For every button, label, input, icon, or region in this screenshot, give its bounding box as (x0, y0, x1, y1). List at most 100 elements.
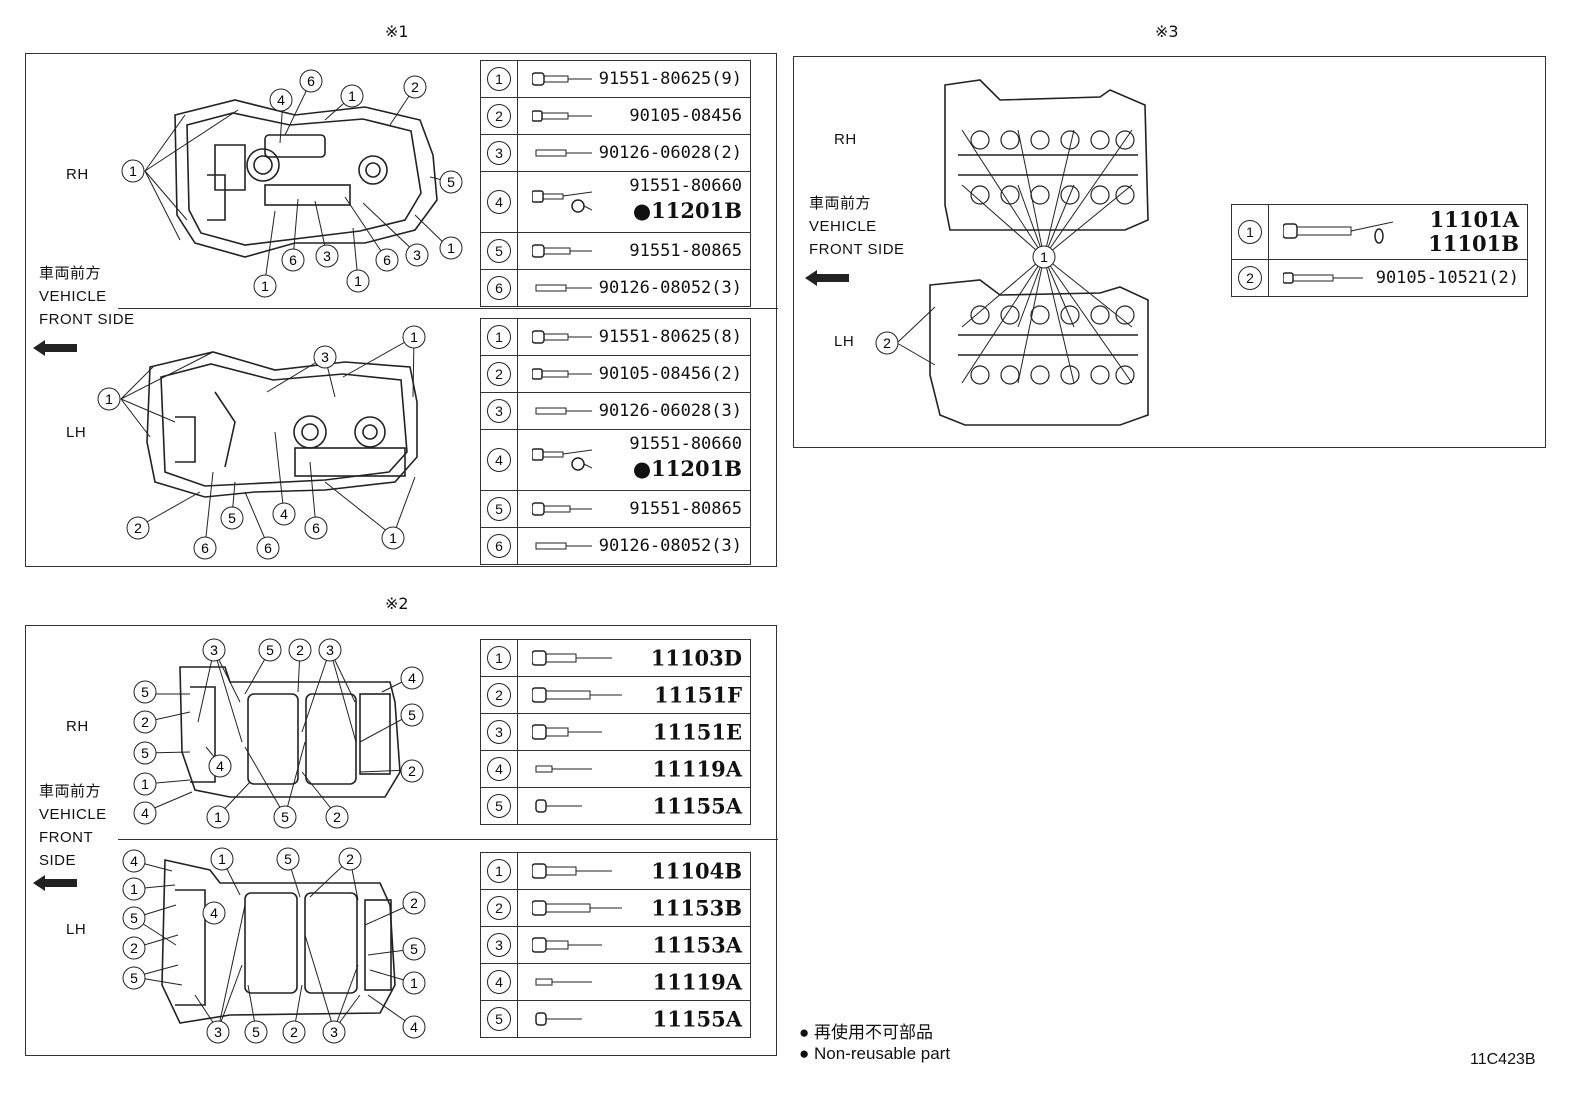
item-number: 1 (487, 67, 511, 91)
parts-row: 4 11119A (480, 963, 751, 1001)
parts-row: 1 91551-80625(8) (480, 318, 751, 356)
part-number: 90105-08456(2) (598, 364, 742, 384)
s1-lh-cover-diagram: 1 3 1 2 5 6 6 4 6 1 (97, 325, 426, 560)
parts-row: 3 11153A (480, 926, 751, 964)
svg-text:1: 1 (1040, 249, 1048, 265)
part-number: 91551-80625(9) (598, 69, 742, 89)
svg-text:5: 5 (130, 910, 138, 926)
s2-rh-housing-diagram: 3 5 2 3 5 2 5 1 4 4 1 5 2 4 5 2 (133, 638, 424, 829)
part-number: 91551-80660 (629, 176, 742, 196)
bolt-with-grommet-icon (532, 190, 592, 213)
parts-row: 1 11103D (480, 639, 751, 677)
stud-bolt-icon (535, 542, 592, 550)
front-label-front-side: FRONT SIDE (39, 311, 135, 328)
flange-bolt-icon (532, 937, 602, 953)
svg-text:1: 1 (354, 273, 362, 289)
front-label-vehicle: VEHICLE (39, 288, 107, 305)
item-number: 5 (487, 239, 511, 263)
svg-text:5: 5 (130, 970, 138, 986)
svg-text:4: 4 (280, 506, 288, 522)
stud-bolt-icon (535, 284, 592, 292)
svg-text:1: 1 (129, 163, 137, 179)
svg-text:2: 2 (411, 79, 419, 95)
s2-rh-parts-table: 1 11103D 2 11151F 3 11151E 4 11119A 5 11… (480, 639, 751, 825)
svg-text:1: 1 (410, 975, 418, 991)
parts-row: 3 11151E (480, 713, 751, 751)
svg-text:5: 5 (284, 851, 292, 867)
s3-rh-label: RH (834, 131, 857, 148)
parts-row: 1 91551-80625(9) (480, 60, 751, 98)
front-label-front: FRONT (39, 829, 94, 846)
item-number: 3 (487, 399, 511, 423)
svg-text:2: 2 (141, 714, 149, 730)
part-number: 11119A (652, 756, 742, 782)
flange-bolt-icon (532, 724, 602, 740)
parts-row: 5 91551-80865 (480, 232, 751, 270)
s2-lh-housing-diagram: 4 1 5 2 5 4 1 5 2 2 5 1 4 3 5 2 3 (122, 847, 426, 1044)
part-number: 11119A (652, 969, 742, 995)
section-3-mark: ※3 (1155, 22, 1179, 41)
item-number: 4 (487, 757, 511, 781)
svg-text:4: 4 (130, 853, 138, 869)
s3-lh-label: LH (834, 333, 855, 350)
front-label-jp: 車両前方 (39, 783, 102, 800)
svg-text:6: 6 (201, 540, 209, 556)
parts-row: 2 11151F (480, 676, 751, 714)
svg-text:4: 4 (277, 92, 285, 108)
part-number: 90105-08456 (629, 106, 742, 126)
front-label-front-side: FRONT SIDE (809, 241, 905, 258)
s1-rh-cover-diagram: 1 4 6 1 2 5 1 1 6 3 6 3 1 (121, 69, 463, 298)
bolt-icon (532, 110, 592, 122)
svg-text:5: 5 (408, 707, 416, 723)
svg-text:5: 5 (228, 510, 236, 526)
svg-text:1: 1 (141, 776, 149, 792)
front-arrow-icon (805, 270, 849, 286)
s3-cylinder-head-diagram: 1 2 (875, 79, 1149, 426)
svg-text:2: 2 (333, 809, 341, 825)
part-number: 91551-80625(8) (598, 327, 742, 347)
part-number-grommet: ●11201B (632, 198, 742, 223)
item-number: 5 (487, 1007, 511, 1031)
svg-text:3: 3 (323, 248, 331, 264)
item-number: 1 (487, 325, 511, 349)
part-number: 90126-08052(3) (598, 536, 742, 556)
s2-lh-parts-table: 1 11104B 2 11153B 3 11153A 4 11119A 5 11… (480, 852, 751, 1038)
item-number: 1 (487, 646, 511, 670)
section-1-divider (118, 308, 778, 309)
figure-code: 11C423B (1470, 1051, 1536, 1068)
section-2-divider (118, 839, 778, 840)
svg-text:5: 5 (281, 809, 289, 825)
part-number-grommet: ●11201B (632, 456, 742, 481)
svg-text:1: 1 (410, 329, 418, 345)
section-1-panel (25, 53, 778, 567)
svg-text:3: 3 (413, 247, 421, 263)
flange-bolt-icon (532, 330, 592, 344)
svg-text:6: 6 (289, 252, 297, 268)
svg-text:6: 6 (264, 540, 272, 556)
s1-rh-label: RH (66, 166, 89, 183)
item-number: 5 (487, 794, 511, 818)
svg-text:1: 1 (218, 851, 226, 867)
svg-text:1: 1 (447, 240, 455, 256)
part-number-washer: 11101B (1428, 231, 1519, 256)
s1-lh-label: LH (66, 424, 87, 441)
item-number: 3 (487, 720, 511, 744)
part-number: 90105-10521(2) (1375, 268, 1519, 288)
svg-text:2: 2 (134, 520, 142, 536)
svg-text:3: 3 (214, 1024, 222, 1040)
svg-text:2: 2 (290, 1024, 298, 1040)
svg-text:2: 2 (883, 335, 891, 351)
stud-bolt-icon (535, 407, 592, 415)
part-number: 91551-80865 (629, 241, 742, 261)
parts-row: 2 11153B (480, 889, 751, 927)
svg-text:3: 3 (210, 642, 218, 658)
flange-bolt-icon (532, 72, 592, 86)
dowel-pin-icon (535, 978, 592, 986)
parts-row: 1 11104B (480, 852, 751, 890)
item-number: 6 (487, 534, 511, 558)
svg-text:5: 5 (410, 941, 418, 957)
item-number: 6 (487, 276, 511, 300)
svg-text:3: 3 (321, 349, 329, 365)
svg-text:2: 2 (296, 642, 304, 658)
